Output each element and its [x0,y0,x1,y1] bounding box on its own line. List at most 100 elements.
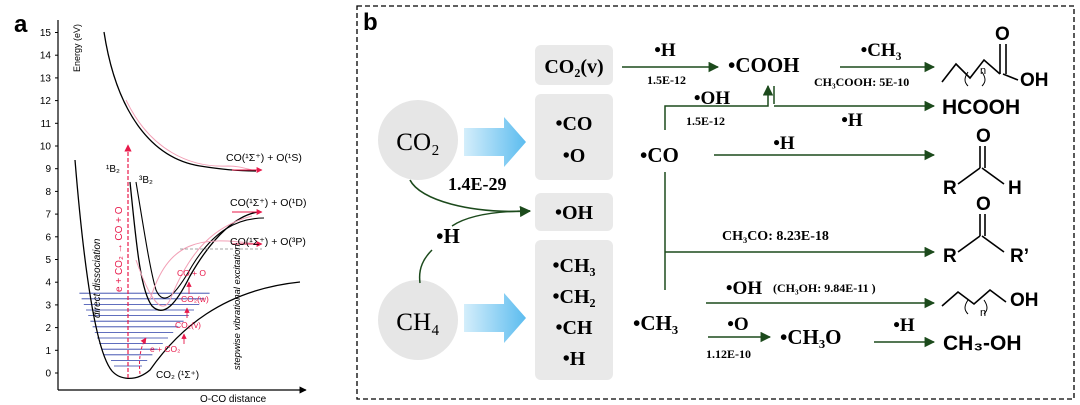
ketone-o-label: O [976,194,991,215]
row2-rate: 1.5E-12 [686,114,725,128]
y-tick-label: 4 [45,278,51,289]
y-tick-label: 5 [45,255,51,266]
aldehyde-o-label: O [976,126,991,147]
row6-product: CH₃-OH [943,332,1022,355]
b3-state-curve [135,181,265,299]
box-oh [535,193,613,231]
y-tick-label: 3 [45,300,51,311]
aldehyde-structure: R O H [943,126,1022,199]
y-tick-label: 2 [45,323,51,334]
ketone-structure: R O R’ [943,194,1029,267]
ch4-circle [378,280,458,360]
row1-note: CH₃COOH: 5E-10 [814,75,909,89]
y-tick-label: 1 [45,346,51,357]
row2-reagent2: •H [841,110,863,131]
x-axis-title: O-CO distance [200,394,267,405]
direct-dissociation-label: direct dissociation [92,238,103,318]
y-tick-label: 9 [45,164,51,175]
b1-label: ¹B₂ [106,164,120,175]
acid-bracket-r [981,71,986,87]
row6-reagent: •O [727,314,748,335]
co2-label: CO₂ [396,129,439,156]
panel-b-frame [356,5,1075,400]
carboxylic-acid-structure: O OH n [941,24,1049,91]
alkyl-chain [941,58,1001,83]
alcohol-bracket-r [983,299,988,315]
row2-up-arrow [664,84,774,130]
acid-o-label: O [995,24,1010,45]
ketone-r2-bond [981,235,1005,253]
acid-oh-bond [1002,73,1019,81]
row3-reagent: •H [773,133,795,154]
row6-species: •CH₃ [633,311,678,335]
step-co2v: CO₂(v) [175,320,201,330]
box-h-label: •H [563,348,586,370]
box-co2v-label: CO₂(v) [544,56,603,78]
acid-bracket-l [964,71,969,87]
y-axis-title: Energy (eV) [72,24,82,72]
box-ch-radicals [535,240,613,380]
box-o-label: •O [563,145,586,167]
row1-reagent: •H [654,40,676,61]
step-e-co2: e + CO₂ [150,344,180,354]
row4-note: CH₃CO: 8.23E-18 [722,229,829,244]
aldehyde-h-bond [981,167,1005,185]
stepwise-label: stepwise vibrational excitation [232,244,243,370]
alcohol-chain-structure: OH n [941,288,1039,319]
aldehyde-h-label: H [1008,178,1022,199]
acid-n-label: n [980,65,986,77]
row3-species: •CO [640,143,679,167]
ch4-label: CH₄ [396,309,439,336]
panel-b: b CO₂ CH₄ •H 1.4E-29 CO₂(v) •CO •O •OH •… [356,5,1075,400]
ground-state-curve [74,159,301,380]
h-radical-label: •H [436,224,460,248]
co2-circle [378,100,458,180]
box-ch-label: •CH [555,317,592,339]
vibrational-levels [79,292,210,367]
ketone-r-bond [957,235,981,253]
blue-arrow-co2 [464,117,526,167]
direct-reaction-label: e + CO₂ → CO + O [114,206,125,292]
y-tick-label: 10 [40,142,52,153]
panel-a-label: a [14,11,28,38]
row1-reagent2: •CH₃ [861,40,902,61]
y-tick-label: 7 [45,210,51,221]
row2-product: HCOOH [942,96,1020,119]
stepwise-arrow [139,337,147,375]
panel-b-label: b [363,9,378,36]
pink-upper-curve [125,99,253,171]
ch4-h-connector [418,249,433,284]
pink-low-curve [149,240,257,301]
step-co-o: CO + O [177,268,206,278]
asym-1d-label: CO(¹Σ⁺) + O(¹D) [230,197,306,209]
y-tick-label: 13 [40,73,52,84]
box-ch2-label: •CH₂ [553,286,596,308]
asym-3p-label: CO(¹Σ⁺) + O(³P) [230,236,306,248]
ketone-r-prime-label: R’ [1010,246,1029,267]
y-tick-label: 6 [45,232,51,243]
box-co-o [535,94,613,180]
alcohol-oh-label: OH [1010,290,1039,311]
row1-product-cooh: •COOH [728,53,800,77]
pink-mid-curve [135,215,253,307]
alcohol-bracket-l [964,299,969,315]
box-oh-label: •OH [555,202,594,224]
y-tick-label: 12 [40,96,52,107]
row6-rate: 1.12E-10 [706,347,751,361]
alcohol-chain [941,288,1007,307]
rate-co2-h: 1.4E-29 [448,174,507,194]
aldehyde-r-label: R [943,178,957,199]
row5-reagent: •OH [726,278,762,299]
box-ch3-label: •CH₃ [553,255,596,277]
y-tick-label: 15 [40,28,52,39]
y-tick-label: 0 [45,369,51,380]
y-tick-label: 14 [40,51,52,62]
ketone-r-label: R [943,246,957,267]
step-co2w: CO₂(w) [181,294,209,304]
row5-note: (CH₃OH: 9.84E-11 ) [773,281,876,295]
h-oh-connector [451,210,531,227]
ground-label: CO₂ (¹Σ⁺) [156,370,199,381]
box-co2v [535,45,613,85]
